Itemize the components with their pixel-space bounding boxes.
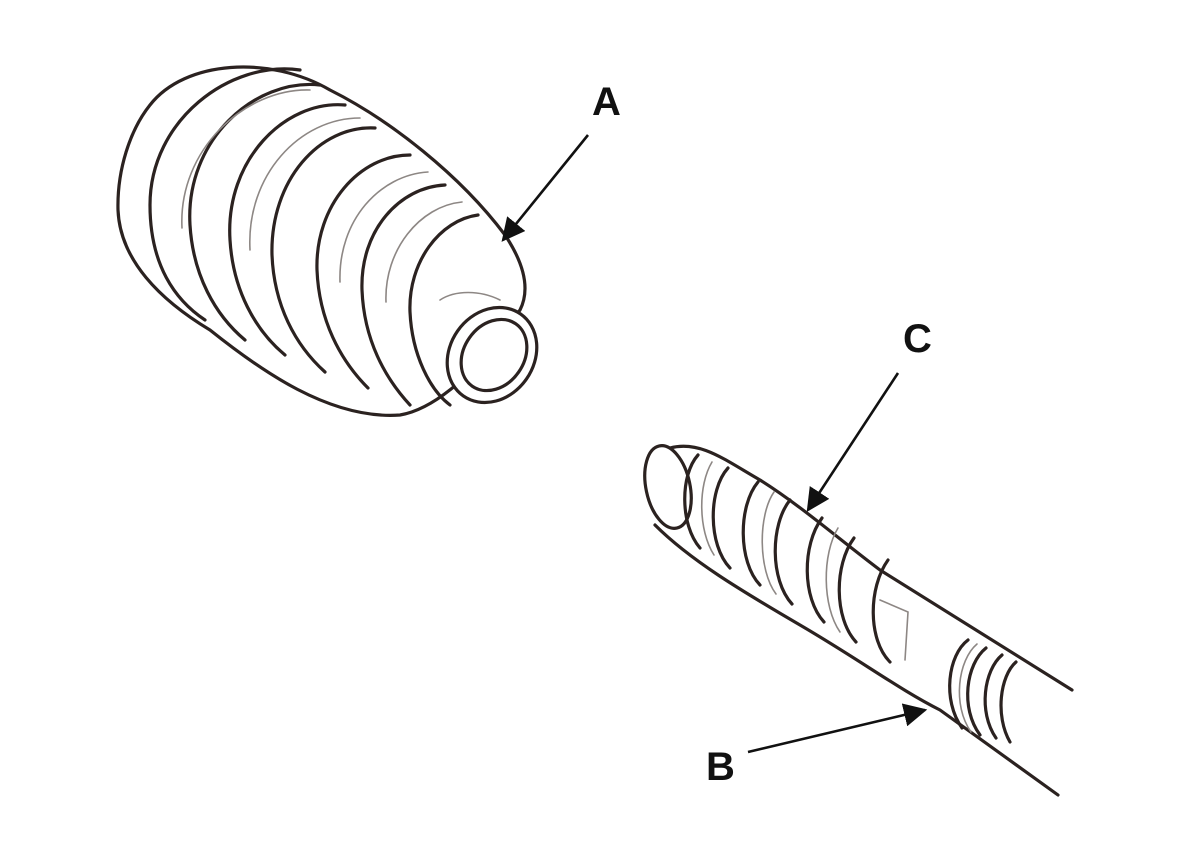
spline-detail-2 xyxy=(761,491,777,595)
groove-ring-2 xyxy=(966,646,988,737)
spline-ridge-7 xyxy=(871,558,892,664)
shaft-lower-edge xyxy=(653,523,1060,797)
shaft-end-face xyxy=(643,444,693,530)
boot-ring-4 xyxy=(270,126,377,374)
boot-neck-detail xyxy=(439,291,501,301)
callout-c-leader xyxy=(806,372,900,512)
spline-detail-3 xyxy=(825,527,841,633)
boot-illustration xyxy=(116,65,539,417)
boot-ring-2 xyxy=(188,82,322,342)
boot-detail-4 xyxy=(385,201,463,303)
spline-ridge-4 xyxy=(773,498,794,606)
groove-ring-4 xyxy=(999,660,1018,744)
boot-detail-1 xyxy=(181,89,311,229)
callout-b-leader xyxy=(747,703,928,754)
shaft-illustration xyxy=(643,444,1074,797)
groove-detail-1 xyxy=(958,643,978,733)
boot-ring-5 xyxy=(315,153,412,390)
spline-ridge-1 xyxy=(683,453,702,550)
callout-a: A xyxy=(501,80,621,242)
spline-detail-1 xyxy=(700,461,715,556)
boot-ring-3 xyxy=(228,103,347,357)
boot-detail-2 xyxy=(249,117,361,251)
groove-ring-3 xyxy=(983,653,1004,740)
callout-a-leader xyxy=(501,134,590,242)
spline-ridge-5 xyxy=(805,516,826,624)
groove-ring-1 xyxy=(948,638,970,730)
shaft-upper-edge xyxy=(668,444,1074,692)
callout-c-label: C xyxy=(903,317,932,361)
callout-a-label: A xyxy=(592,80,621,124)
callout-b-label: B xyxy=(706,745,735,789)
spline-detail-4 xyxy=(879,599,909,661)
boot-detail-3 xyxy=(339,171,429,283)
callout-b: B xyxy=(706,703,928,789)
boot-ring-6 xyxy=(360,183,447,407)
spline-ridge-6 xyxy=(837,536,858,644)
spline-ridge-3 xyxy=(741,480,762,587)
boot-ring-7 xyxy=(408,213,480,407)
callout-c: C xyxy=(806,317,932,512)
boot-neck-inner xyxy=(459,317,529,393)
boot-ring-1 xyxy=(148,67,302,322)
spline-ridge-2 xyxy=(711,466,732,570)
